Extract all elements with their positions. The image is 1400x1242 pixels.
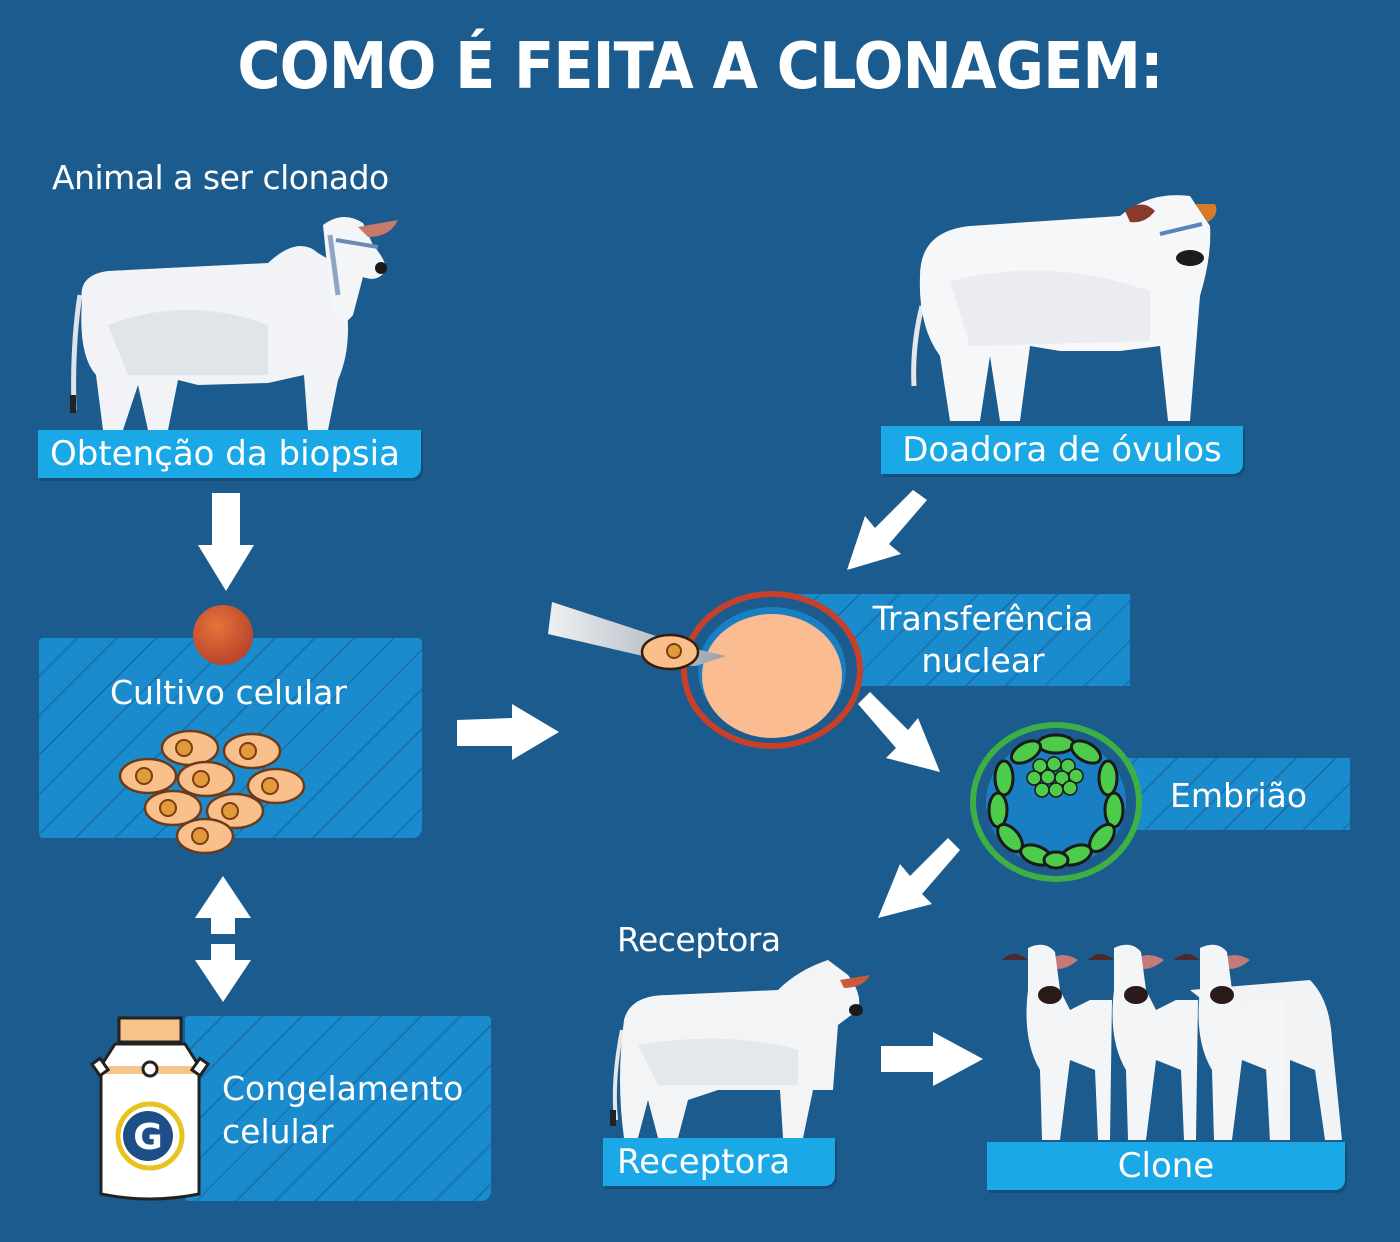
freezing-box: [185, 1016, 491, 1201]
bidirectional-arrow-icon: [193, 876, 253, 1004]
arrow-down-right-icon: [858, 692, 942, 774]
transfer-label: Transferência nuclear: [838, 598, 1128, 682]
animal-caption: Animal a ser clonado: [52, 158, 389, 197]
biopsy-cell-icon: [192, 604, 254, 666]
transfer-label-line2: nuclear: [921, 641, 1045, 681]
clone-label-text: Clone: [1117, 1146, 1215, 1186]
arrow-right-icon: [881, 1030, 985, 1088]
oocyte-icon: [680, 590, 864, 750]
donor-cow-image: [910, 186, 1230, 426]
freezing-label: Congelamento celular: [222, 1068, 463, 1154]
container-logo: G: [133, 1117, 163, 1158]
freezing-label-line1: Congelamento: [222, 1069, 464, 1108]
cell-cluster-icon: [118, 728, 310, 856]
donor-label-text: Doadora de óvulos: [902, 430, 1222, 470]
arrow-down-icon: [196, 493, 256, 593]
freezing-label-line2: celular: [222, 1111, 334, 1151]
arrow-down-left-icon: [876, 838, 962, 920]
recipient-caption: Receptora: [617, 920, 781, 959]
culture-box: [39, 638, 422, 838]
biopsy-label-text: Obtenção da biopsia: [50, 434, 400, 474]
arrow-down-left-icon: [843, 490, 933, 572]
embryo-icon: [970, 722, 1142, 882]
clones-image: [990, 940, 1350, 1145]
donor-label: Doadora de óvulos: [881, 426, 1243, 474]
biopsy-label: Obtenção da biopsia: [38, 430, 421, 478]
embryo-label: Embrião: [1170, 776, 1308, 815]
micropipette-icon: [546, 594, 736, 674]
page-title: COMO É FEITA A CLONAGEM:: [237, 30, 1163, 104]
bull-image: [68, 205, 408, 435]
culture-label: Cultivo celular: [110, 673, 347, 712]
recipient-cow-image: [608, 950, 883, 1140]
recipient-label: Receptora: [603, 1138, 835, 1186]
clone-label: Clone: [987, 1142, 1345, 1190]
arrow-right-icon: [457, 702, 561, 762]
cryo-container-icon: G: [89, 1016, 211, 1201]
transfer-label-line1: Transferência: [872, 599, 1094, 638]
recipient-label-text: Receptora: [617, 1142, 791, 1182]
